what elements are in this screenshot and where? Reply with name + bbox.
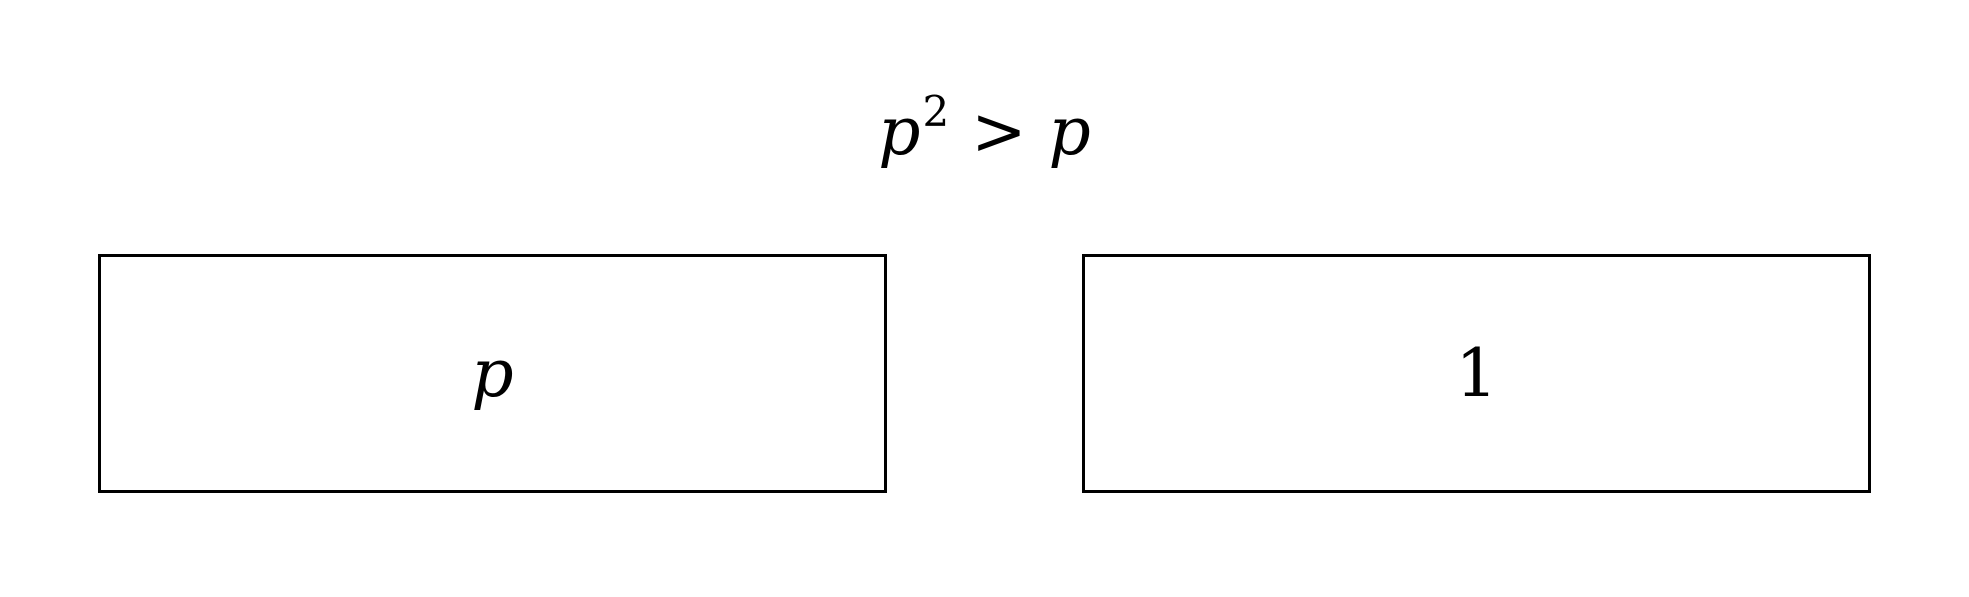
right-answer-box[interactable]: 1 (1082, 254, 1871, 493)
inequality-equation: p2>p (0, 82, 1969, 190)
equation-lhs-base: p (878, 93, 921, 170)
left-box-label: p (471, 334, 514, 412)
equation-operator: > (971, 93, 1027, 170)
left-answer-box[interactable]: p (98, 254, 887, 493)
equation-rhs: p (1048, 93, 1091, 170)
right-box-label: 1 (1455, 334, 1498, 412)
equation-lhs-exponent: 2 (922, 87, 950, 136)
